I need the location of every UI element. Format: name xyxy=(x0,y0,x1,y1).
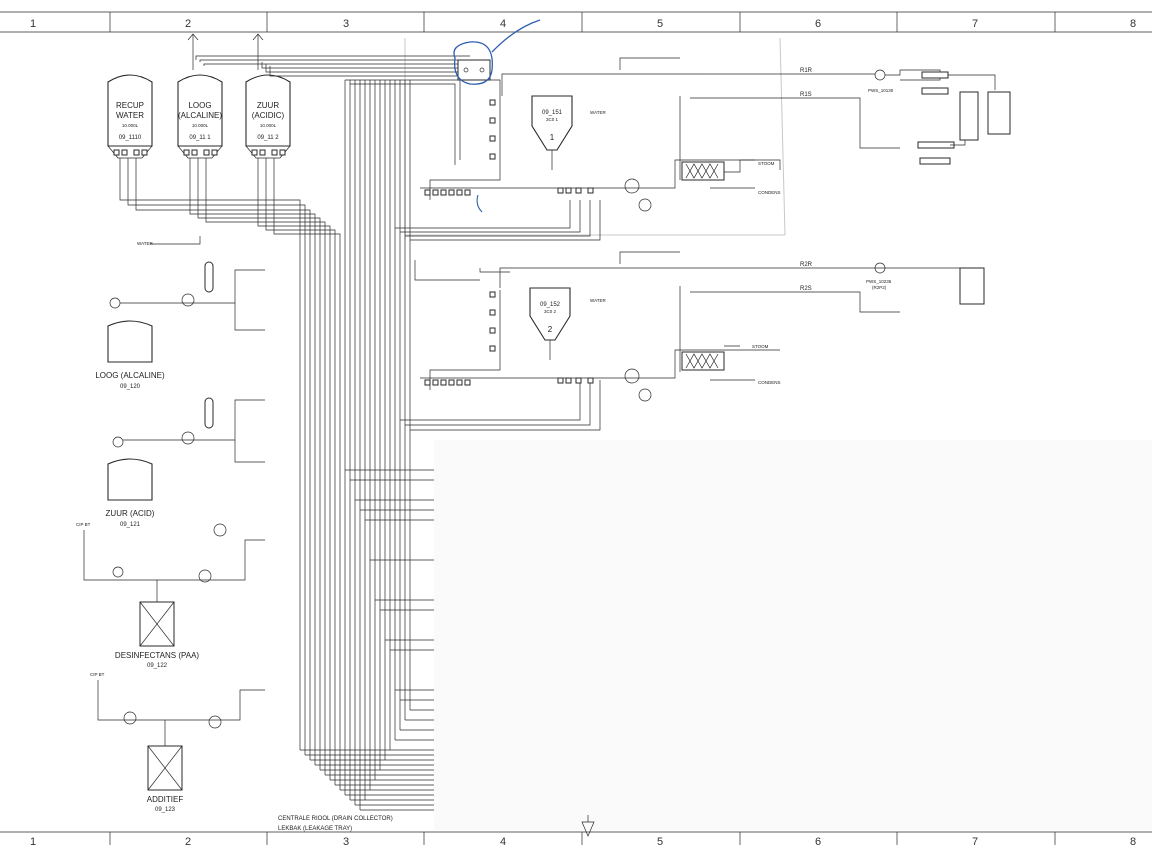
pump-2b xyxy=(638,388,652,402)
grid-col-5: 5 xyxy=(657,18,663,30)
line-r2s-label: R2S xyxy=(800,286,812,292)
grid-column-labels-top: 1 2 3 4 5 6 7 8 xyxy=(30,18,1136,30)
tank-zuur-volume: 10.000L xyxy=(260,123,277,128)
reactor-2-sub: 3C0 2 xyxy=(544,309,557,314)
condens-label-1: CONDENS xyxy=(758,190,781,195)
tank-loog-alcaline: LOOG (ALCALINE) 10.000L 09_11 1 xyxy=(177,74,223,159)
reactor-2-number: 2 xyxy=(548,325,553,334)
reactor-1-sub: 3C0 1 xyxy=(546,117,559,122)
tank-zuur-line1: ZUUR xyxy=(257,101,279,110)
reactor-1-group: 09_151 3C0 1 1 WATER STOOM CONDENS xyxy=(420,19,900,213)
grid-col-4: 4 xyxy=(500,18,506,30)
tank-recup-line2: WATER xyxy=(116,111,144,120)
tank-loog-volume: 10.000L xyxy=(192,123,209,128)
tank-zuur-line2: (ACIDIC) xyxy=(252,111,285,120)
reactor-2-id: 09_152 xyxy=(540,302,561,308)
dosing-loog-unit: LOOG (ALCALINE) 09_120 xyxy=(95,261,265,390)
pump-r2-note: (R2P2) xyxy=(872,285,887,290)
reactor-1-water-label: WATER xyxy=(590,110,606,115)
tank-zuur-id: 09_11 2 xyxy=(257,135,279,141)
control-box-1 xyxy=(457,59,491,81)
dosing-additief-id: 09_123 xyxy=(155,807,176,813)
line-r1s-label: R1S xyxy=(800,92,812,98)
grid-col-6-bottom: 6 xyxy=(815,836,821,845)
grid-col-7: 7 xyxy=(972,18,978,30)
dosing-loog-label: LOOG (ALCALINE) xyxy=(95,371,165,380)
line-r1r-label: R1R xyxy=(800,68,813,74)
reactor-2-water-label: WATER xyxy=(590,298,606,303)
tank-loog-line2: (ALCALINE) xyxy=(178,111,222,120)
pump-r1 xyxy=(874,69,886,81)
dosing-paa-cip: CIP BT xyxy=(76,522,91,527)
grid-col-1: 1 xyxy=(30,18,36,30)
sheet-border xyxy=(0,11,1152,845)
line-r1: R1R R1S PWS_10130 xyxy=(800,68,1011,165)
instrument-cabinet-3 xyxy=(959,267,985,305)
dosing-zuur-unit: ZUUR (ACID) 09_121 xyxy=(106,397,265,528)
pump-1b xyxy=(638,198,652,212)
dosing-additief-label: ADDITIEF xyxy=(147,795,184,804)
grid-col-1-bottom: 1 xyxy=(30,836,36,845)
annotation-tick xyxy=(476,194,483,213)
grid-col-8-bottom: 8 xyxy=(1130,836,1136,845)
dosing-loog-id: 09_120 xyxy=(120,384,141,390)
grid-col-8: 8 xyxy=(1130,18,1136,30)
dosing-paa-unit: CIP BT DESINFECTANS (PAA) 09_122 xyxy=(76,522,265,669)
legend: CENTRALE RIOOL (DRAIN COLLECTOR) LEKBAK … xyxy=(278,815,595,837)
drain-symbol xyxy=(581,815,595,837)
water-supply-label: WATER xyxy=(137,241,153,246)
grid-col-6: 6 xyxy=(815,18,821,30)
dosing-paa-label: DESINFECTANS (PAA) xyxy=(115,651,199,660)
reactor-1-number: 1 xyxy=(550,133,555,142)
grid-col-5-bottom: 5 xyxy=(657,836,663,845)
dosing-paa-id: 09_122 xyxy=(147,663,168,669)
instrument-cabinet-1 xyxy=(959,91,979,141)
dosing-zuur-id: 09_121 xyxy=(120,522,141,528)
instrument-cabinet-2 xyxy=(987,91,1011,135)
tank-recup-line1: RECUP xyxy=(116,101,144,110)
pump-r1-tag: PWS_10130 xyxy=(868,88,894,93)
vent-icons xyxy=(187,33,264,70)
pump-2a xyxy=(624,368,640,384)
pump-1a xyxy=(624,178,640,194)
grid-col-7-bottom: 7 xyxy=(972,836,978,845)
line-r2r-label: R2R xyxy=(800,262,813,268)
legend-drain: CENTRALE RIOOL (DRAIN COLLECTOR) xyxy=(278,816,393,822)
faded-scan-region xyxy=(434,440,1152,830)
grid-col-4-bottom: 4 xyxy=(500,836,506,845)
grid-col-3-bottom: 3 xyxy=(343,836,349,845)
tank-loog-id: 09_11 1 xyxy=(189,135,211,141)
steam-label-1: STOOM xyxy=(758,161,775,166)
annotation-arrow xyxy=(491,19,541,53)
reactor-1-id: 09_151 xyxy=(542,110,563,116)
reactor-2-group: 09_152 3C0 2 2 WATER STOOM CONDENS xyxy=(420,251,960,402)
water-supply: WATER xyxy=(137,236,201,246)
annotation-circle xyxy=(453,41,493,85)
pump-r2 xyxy=(874,262,886,274)
tank-loog-line1: LOOG xyxy=(188,101,211,110)
tank-outlet-valves xyxy=(113,149,286,156)
pipe-bus xyxy=(119,55,601,811)
dosing-additief-cip: CIP BT xyxy=(90,672,105,677)
legend-tray: LEKBAK (LEAKAGE TRAY) xyxy=(278,826,352,832)
condens-label-2: CONDENS xyxy=(758,380,781,385)
steam-label-2: STOOM xyxy=(752,344,769,349)
tank-recup-water: RECUP WATER 10.000L 09_1110 xyxy=(107,74,153,159)
tank-recup-id: 09_1110 xyxy=(119,135,142,141)
dosing-zuur-label: ZUUR (ACID) xyxy=(106,509,155,518)
pump-r2-tag: PWS_10236 xyxy=(866,279,892,284)
grid-column-labels-bottom: 1 2 3 4 5 6 7 8 xyxy=(30,836,1136,845)
tank-zuur-acidic: ZUUR (ACIDIC) 10.000L 09_11 2 xyxy=(245,74,291,159)
grid-col-3: 3 xyxy=(343,18,349,30)
dosing-additief-unit: CIP BT ADDITIEF 09_123 xyxy=(90,672,265,813)
grid-col-2-bottom: 2 xyxy=(185,836,191,845)
line-r2: R2R R2S PWS_10236 (R2P2) xyxy=(800,262,985,305)
grid-col-2: 2 xyxy=(185,18,191,30)
tank-recup-volume: 10.000L xyxy=(122,123,139,128)
